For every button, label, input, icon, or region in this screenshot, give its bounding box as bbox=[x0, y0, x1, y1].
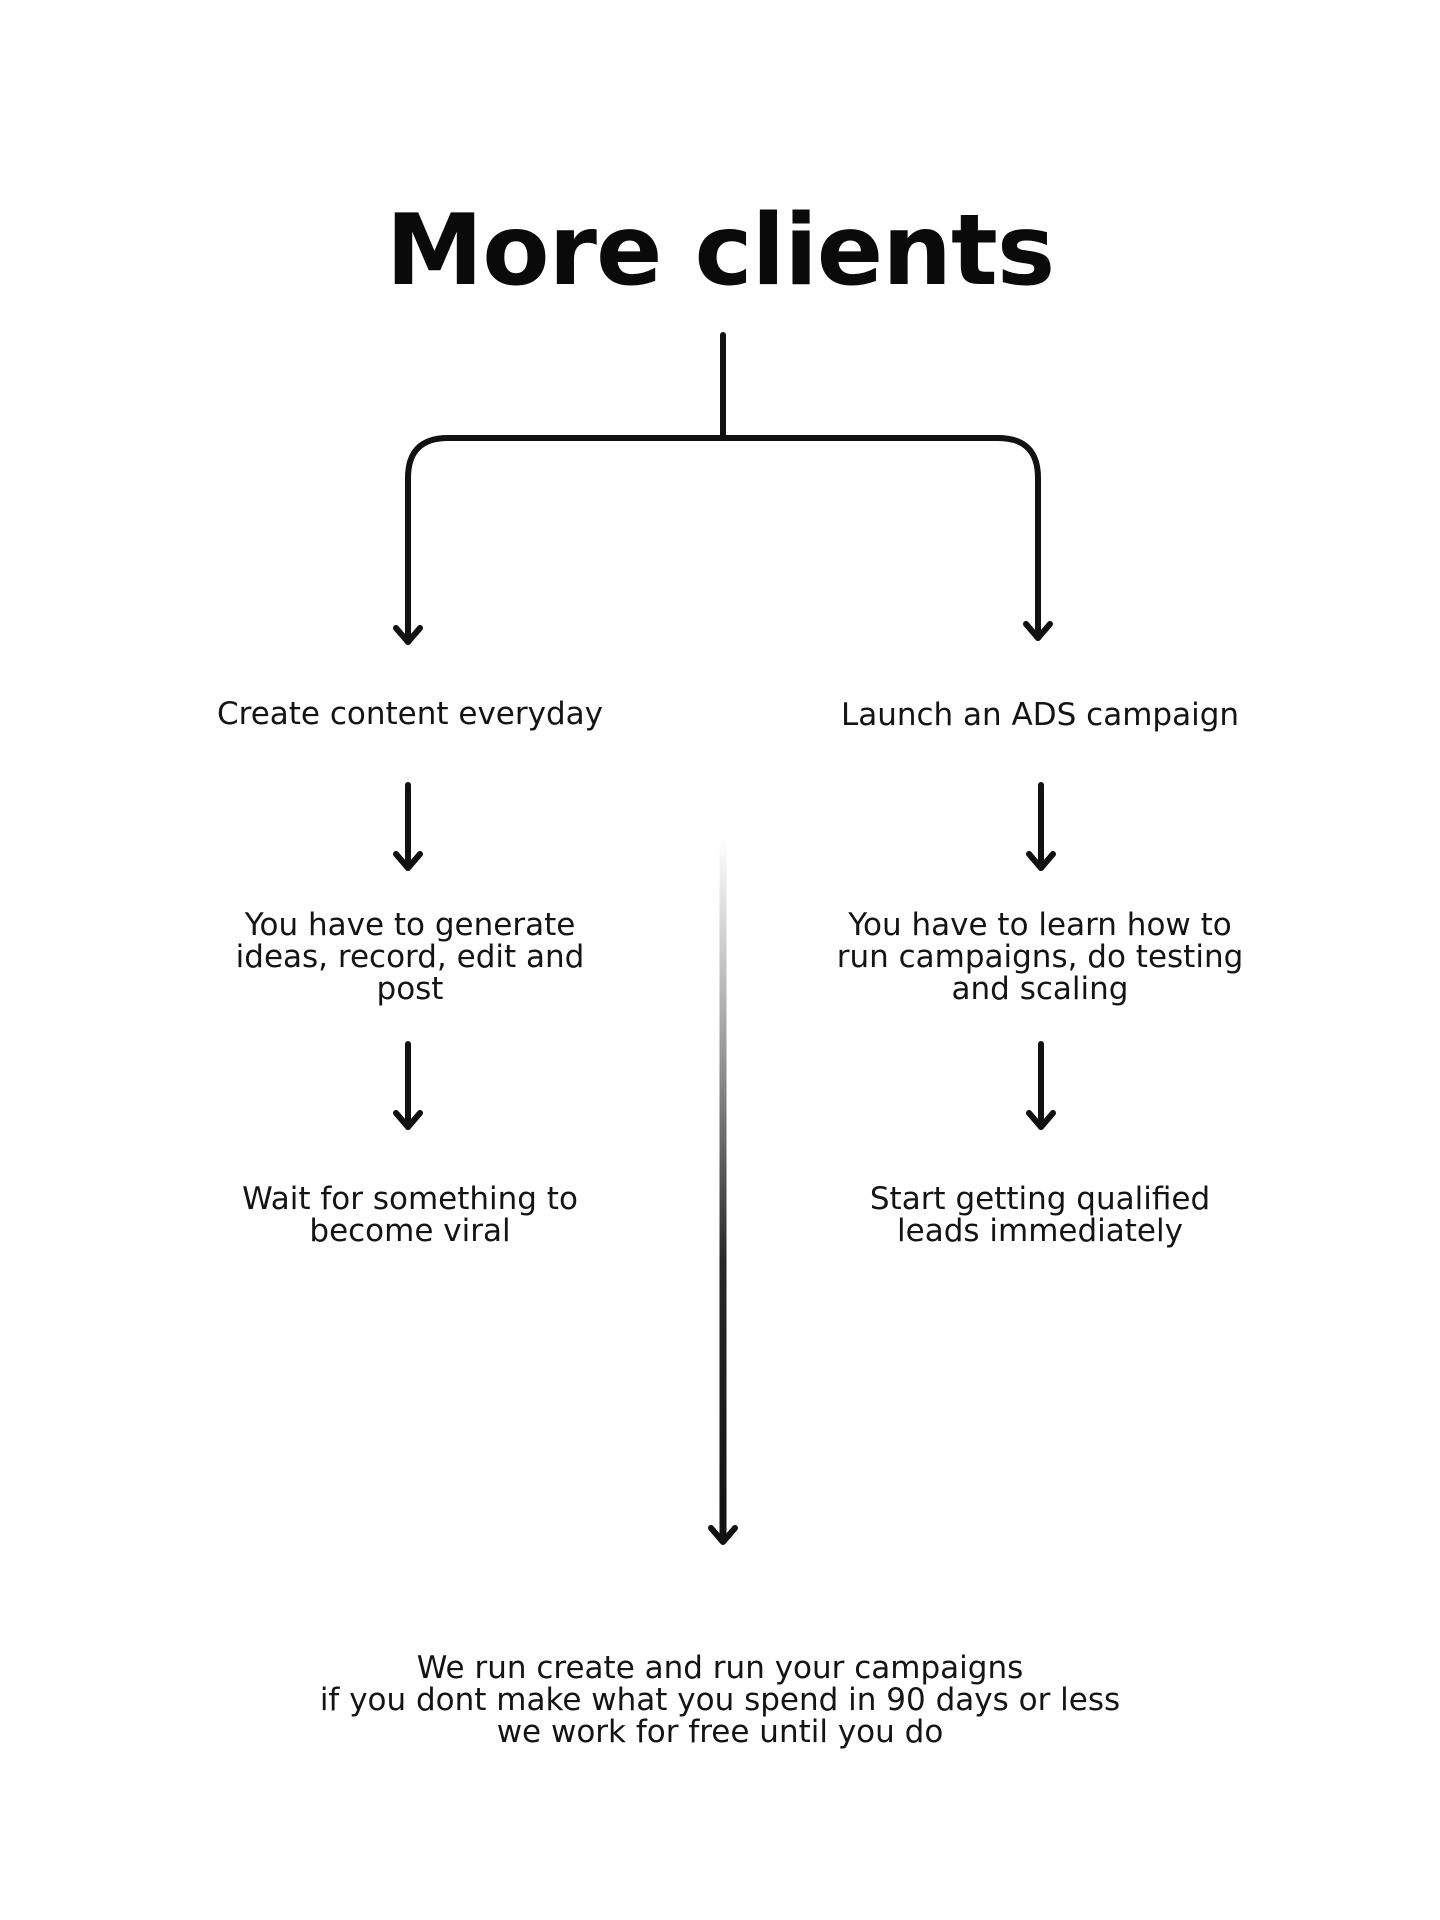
footer-offer-text: We run create and run your campaigns if … bbox=[319, 1650, 1121, 1750]
right-arrow-1 bbox=[1026, 782, 1056, 871]
left-step-generate-ideas: You have to generate ideas, record, edit… bbox=[235, 907, 585, 1007]
right-step-learn-campaigns: You have to learn how to run campaigns, … bbox=[836, 907, 1244, 1007]
right-branch-arrowhead bbox=[1023, 621, 1053, 641]
right-arrow-2 bbox=[1026, 1041, 1056, 1130]
center-arrow-shaft bbox=[719, 840, 727, 1540]
branch-connector bbox=[405, 332, 1041, 645]
left-step-wait-viral: Wait for something to become viral bbox=[242, 1181, 578, 1249]
right-step-launch-ads: Launch an ADS campaign bbox=[840, 697, 1240, 733]
diagram-title: More clients bbox=[385, 194, 1055, 308]
center-arrowhead bbox=[708, 1525, 738, 1545]
right-step-qualified-leads: Start getting qualified leads immediatel… bbox=[869, 1181, 1211, 1249]
left-arrow-2 bbox=[393, 1041, 423, 1130]
left-branch-arrowhead bbox=[393, 625, 423, 645]
left-step-create-content: Create content everyday bbox=[216, 696, 603, 732]
left-arrow-1 bbox=[393, 782, 423, 871]
